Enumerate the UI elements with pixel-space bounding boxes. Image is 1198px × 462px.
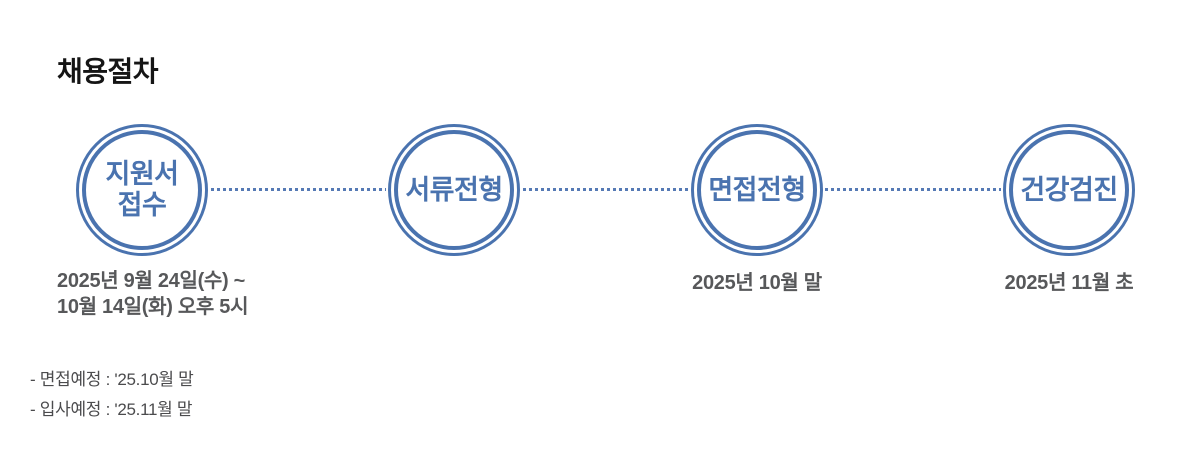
step-date-application-line1: 2025년 9월 24일(수) ~ bbox=[57, 270, 246, 292]
step-date-interview: 2025년 10월 말 bbox=[692, 272, 822, 294]
note-joining-schedule: - 입사예정 : '25.11월 말 bbox=[30, 400, 193, 419]
step-circle-application-inner-ring: 지원서 접수 bbox=[82, 130, 202, 250]
step-circle-document-screening: 서류전형 bbox=[388, 124, 520, 256]
step-date-application: 2025년 9월 24일(수) ~ 10월 14일(화) 오후 5시 bbox=[57, 268, 249, 320]
step-circle-document-screening-inner-ring: 서류전형 bbox=[394, 130, 514, 250]
step-label-health-check: 건강검진 bbox=[1020, 174, 1118, 205]
dotted-connector-line bbox=[211, 188, 386, 191]
step-date-health-check: 2025년 11월 초 bbox=[1004, 272, 1134, 294]
step-label-application-line2: 접수 bbox=[117, 190, 167, 220]
dotted-connector-line bbox=[825, 188, 1001, 191]
page-title: 채용절차 bbox=[57, 56, 159, 87]
step-label-application-line1: 지원서 bbox=[105, 159, 179, 189]
step-circle-health-check: 건강검진 bbox=[1003, 124, 1135, 256]
step-circle-health-check-inner-ring: 건강검진 bbox=[1009, 130, 1129, 250]
step-circle-interview-inner-ring: 면접전형 bbox=[697, 130, 817, 250]
step-circle-application: 지원서 접수 bbox=[76, 124, 208, 256]
note-interview-schedule: - 면접예정 : '25.10월 말 bbox=[30, 370, 194, 389]
dotted-connector-line bbox=[523, 188, 689, 191]
step-label-interview: 면접전형 bbox=[708, 174, 806, 205]
step-label-document-screening: 서류전형 bbox=[405, 174, 503, 205]
step-circle-interview: 면접전형 bbox=[691, 124, 823, 256]
step-date-application-line2: 10월 14일(화) 오후 5시 bbox=[57, 296, 249, 318]
